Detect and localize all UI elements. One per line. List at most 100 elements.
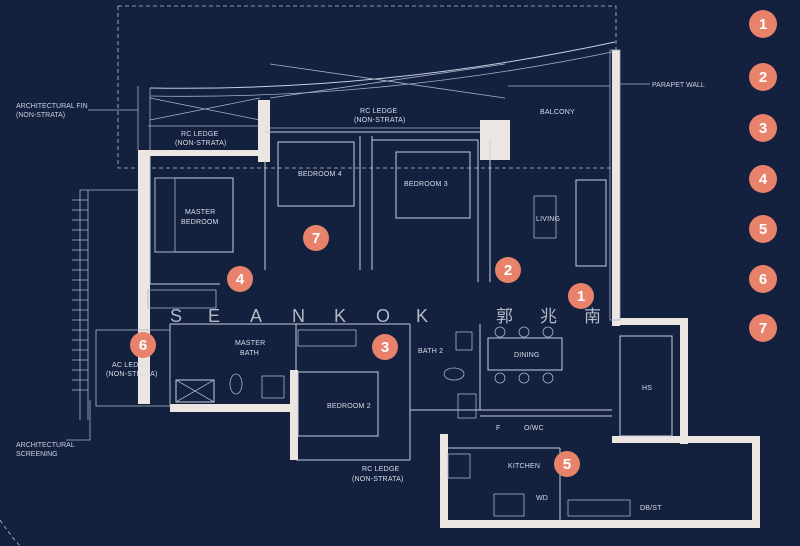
- label-bedroom2: BEDROOM 2: [327, 403, 371, 410]
- label-hs: HS: [642, 385, 652, 392]
- master-toilet: [229, 373, 243, 395]
- label-parapet: PARAPET WALL: [652, 82, 705, 89]
- wall-outline-east: [609, 49, 621, 321]
- master-wall: [149, 156, 220, 285]
- kitchen-north: [410, 409, 612, 417]
- legend-marker-text: 1: [759, 16, 767, 33]
- wall-bed4-west: [258, 100, 270, 162]
- label-arch-fin-1: ARCHITECTURAL FIN: [16, 103, 88, 110]
- legend-marker-text: 5: [759, 221, 767, 238]
- screening-frame: [79, 189, 138, 420]
- watermark-cjk: 兆: [540, 307, 557, 327]
- legend-marker-1[interactable]: 1: [749, 10, 777, 38]
- label-rc-ledge-left-1: RC LEDGE: [181, 131, 219, 138]
- ac-ledge-box: [95, 329, 171, 407]
- ledge-cross: [269, 63, 506, 99]
- label-rc-ledge-left-2: (NON-STRATA): [175, 140, 227, 147]
- bath2-sink: [455, 331, 473, 351]
- wall-kitchen-east: [752, 436, 760, 528]
- bed4-bed: [277, 141, 355, 207]
- label-living: LIVING: [536, 216, 560, 223]
- plan-marker-text: 1: [577, 288, 585, 305]
- watermark-letter: N: [292, 306, 305, 326]
- label-rc-ledge-top-1: RC LEDGE: [360, 108, 398, 115]
- bed2-bed: [297, 371, 379, 437]
- label-bedroom3: BEDROOM 3: [404, 181, 448, 188]
- legend-marker-4[interactable]: 4: [749, 165, 777, 193]
- label-dbst: DB/ST: [640, 505, 662, 512]
- legend-marker-3[interactable]: 3: [749, 114, 777, 142]
- shower: [175, 379, 215, 403]
- fin-curve-inner: [149, 51, 613, 97]
- wall-hs-east: [680, 318, 688, 444]
- label-kitchen: KITCHEN: [508, 463, 540, 470]
- plan-marker-text: 4: [236, 271, 245, 288]
- label-bedroom4: BEDROOM 4: [298, 171, 342, 178]
- legend-marker-7[interactable]: 7: [749, 314, 777, 342]
- wall-bath-south: [170, 404, 290, 412]
- watermark-letter: A: [250, 306, 262, 326]
- wall-hs-top: [612, 318, 688, 325]
- plan-marker-3[interactable]: 3: [372, 334, 398, 360]
- living-table: [533, 195, 557, 239]
- roof-overhang-outline: [117, 5, 617, 169]
- kitchen-counter: [567, 499, 631, 517]
- watermark-letter: S: [170, 306, 182, 326]
- screening-leader: [66, 400, 91, 441]
- watermark-letter: O: [376, 306, 390, 326]
- plan-marker-4[interactable]: 4: [227, 266, 253, 292]
- bed3-bed: [395, 151, 471, 219]
- cooktop: [493, 493, 525, 517]
- watermark-letter: E: [208, 306, 220, 326]
- master-bed-head: [154, 177, 176, 253]
- legend-marker-text: 7: [759, 320, 767, 337]
- plan-marker-7[interactable]: 7: [303, 225, 329, 251]
- label-bath2: BATH 2: [418, 348, 443, 355]
- label-wd: WD: [536, 495, 548, 502]
- label-dining: DINING: [514, 352, 540, 359]
- plan-marker-5[interactable]: 5: [554, 451, 580, 477]
- label-ac-ledge-2: (NON-STRATA): [106, 371, 158, 378]
- label-arch-fin-2: (NON-STRATA): [16, 112, 65, 119]
- label-master-1: MASTER: [185, 209, 215, 216]
- kitchen-sink: [447, 453, 471, 479]
- label-fridge: F: [496, 425, 500, 432]
- label-arch-screening-2: SCREENING: [16, 451, 58, 458]
- plan-marker-text: 5: [563, 456, 571, 473]
- plan-marker-text: 2: [504, 262, 512, 279]
- label-rc-ledge-bottom-2: (NON-STRATA): [352, 476, 404, 483]
- plan-marker-text: 3: [381, 339, 389, 356]
- sofa: [575, 179, 607, 267]
- watermark: S E A N K O K 郭 兆 南: [170, 306, 601, 327]
- screening-hatch: [72, 199, 88, 391]
- label-balcony: BALCONY: [540, 109, 575, 116]
- label-master-bath-2: BATH: [240, 350, 259, 357]
- wall-kitchen-west: [440, 434, 448, 526]
- watermark-cjk: 南: [584, 307, 601, 327]
- plan-marker-1[interactable]: 1: [568, 283, 594, 309]
- plan-marker-2[interactable]: 2: [495, 257, 521, 283]
- label-rc-ledge-bottom-1: RC LEDGE: [362, 466, 400, 473]
- plan-marker-6[interactable]: 6: [130, 332, 156, 358]
- label-ac-ledge-1: AC LEDGE: [112, 362, 149, 369]
- ledge-cross-left: [149, 97, 261, 121]
- wardrobe: [147, 289, 217, 309]
- legend-marker-5[interactable]: 5: [749, 215, 777, 243]
- legend-marker-2[interactable]: 2: [749, 63, 777, 91]
- legend-marker-text: 6: [759, 271, 767, 288]
- wall-bed2-west: [290, 370, 298, 460]
- watermark-letter: K: [334, 306, 346, 326]
- kitchen-inner: [448, 447, 561, 520]
- wall-master-north: [150, 150, 260, 156]
- legend-marker-text: 4: [759, 171, 768, 188]
- fin-curve: [149, 41, 616, 89]
- dining-table: [487, 337, 563, 371]
- corner-arc: [0, 519, 21, 546]
- legend-marker-6[interactable]: 6: [749, 265, 777, 293]
- bed2-bath2: [296, 324, 481, 461]
- watermark-letter: K: [416, 306, 428, 326]
- bed3-east: [477, 140, 491, 282]
- wall-south: [440, 520, 760, 528]
